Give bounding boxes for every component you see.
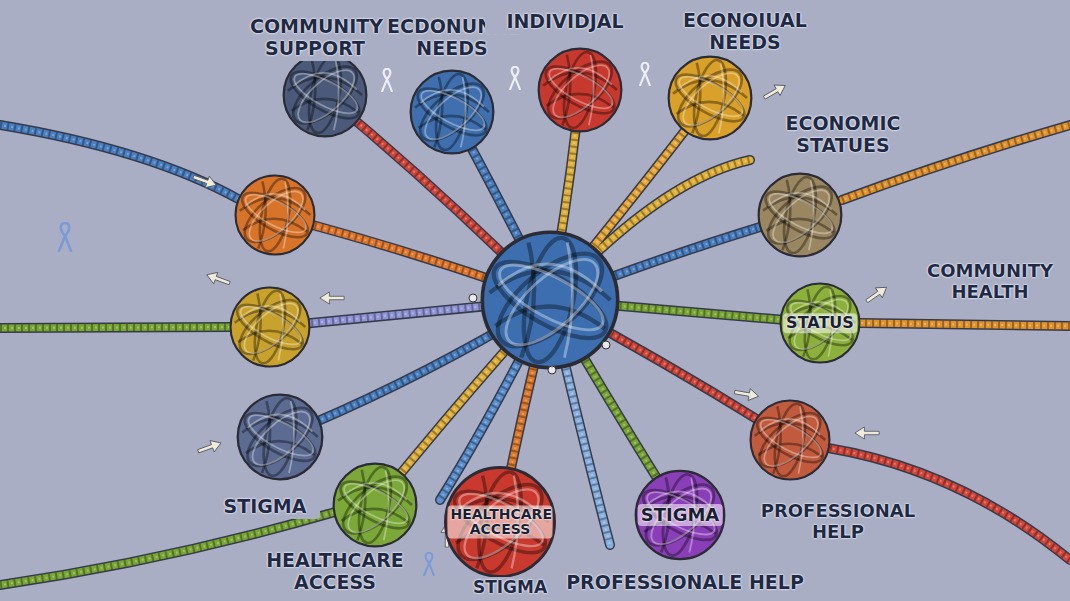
ribbon-icon — [424, 553, 434, 575]
ball-heading: INDIVIDJAL — [485, 10, 645, 34]
yarn-ball-node: ECONOIUAL NEEDS — [666, 54, 754, 142]
yarn-ball-shape — [759, 174, 842, 257]
rivet — [469, 294, 477, 302]
yarn-ball-shape — [751, 401, 830, 480]
yarn-ball — [536, 46, 624, 134]
yarn-ball — [281, 51, 369, 139]
yarn-ball-node: ECDONUNAL NEEDS — [408, 68, 496, 156]
rope-highlight — [0, 90, 1070, 585]
ribbon-icon — [640, 63, 650, 85]
arrow-icon — [320, 292, 344, 304]
yarn-ball-shape — [284, 54, 367, 137]
yarn-ball-shape — [411, 71, 494, 154]
yarn-ball-shape — [238, 395, 323, 480]
yarn-ball-node: STIGMA — [235, 392, 325, 482]
rope-twist — [0, 90, 1070, 585]
yarn-ball — [666, 54, 754, 142]
yarn-ball-node: COMMUNITY SUPPORT — [281, 51, 369, 139]
ball-label: HEALTHCARE ACCESS — [448, 506, 553, 539]
arrow-icon — [863, 282, 890, 306]
arrow-icon — [205, 269, 232, 289]
ribbon-icon — [510, 67, 520, 89]
ball-heading: STIGMA — [210, 495, 320, 519]
yarn-ball-shape — [636, 471, 724, 559]
free-label: STIGMA — [460, 577, 560, 599]
rope — [0, 125, 240, 200]
arrow-icon — [855, 427, 879, 439]
center-yarn-ball — [482, 232, 617, 367]
yarn-ball — [231, 288, 310, 367]
ball-heading: HEALTHCARE ACCESS — [260, 549, 410, 595]
plain-yarn-balls — [231, 176, 618, 374]
yarn-ball — [331, 461, 419, 549]
free-label: COMMUNITY HEALTH — [920, 260, 1060, 303]
yarn-ball-shape — [781, 284, 860, 363]
yarn-ball-node: STIGMA — [633, 468, 727, 562]
arrow-icon — [191, 171, 218, 191]
yarn-ball — [748, 398, 832, 482]
yarn-ball — [236, 176, 315, 255]
free-label: PROFESSIONALE HELP — [560, 571, 810, 595]
yarn-ball-shape — [669, 57, 752, 140]
ropes — [0, 90, 1070, 585]
yarn-ball-shape — [445, 467, 554, 576]
yarn-ball — [408, 68, 496, 156]
rope-outline — [0, 90, 1070, 585]
ribbon-icon — [59, 223, 71, 251]
ball-heading: ECONOMIC STATUES — [773, 112, 913, 158]
ball-label: STATUS — [783, 313, 857, 333]
yarn-ball-node: PROFESSIONAL HELP — [748, 398, 832, 482]
yarn-ball-node: HEALTHCARE ACCESS — [331, 461, 419, 549]
arrow-icon — [761, 80, 788, 103]
yarn-ball — [756, 171, 844, 259]
ball-label: STIGMA — [638, 504, 723, 526]
yarn-ball — [235, 392, 325, 482]
rivet — [602, 341, 610, 349]
arrow-icon — [734, 386, 760, 402]
awareness-ribbons — [59, 63, 650, 575]
yarn-ball-shape — [334, 464, 417, 547]
ribbon-icon — [382, 69, 392, 91]
rivet — [548, 366, 556, 374]
ball-heading: ECONOIUAL NEEDS — [679, 9, 811, 55]
yarn-ball-node: INDIVIDJAL — [536, 46, 624, 134]
ball-heading: PROFESSIONAL HELP — [751, 500, 926, 543]
yarn-ball-node: STATUS — [778, 281, 862, 365]
yarn-ball-shape — [539, 49, 622, 132]
yarn-ball-node: ECONOMIC STATUES — [756, 171, 844, 259]
yarn-ball-node: HEALTHCARE ACCESS — [442, 464, 558, 580]
arrow-icon — [196, 437, 223, 457]
ball-heading: COMMUNITY SUPPORT — [247, 15, 383, 61]
